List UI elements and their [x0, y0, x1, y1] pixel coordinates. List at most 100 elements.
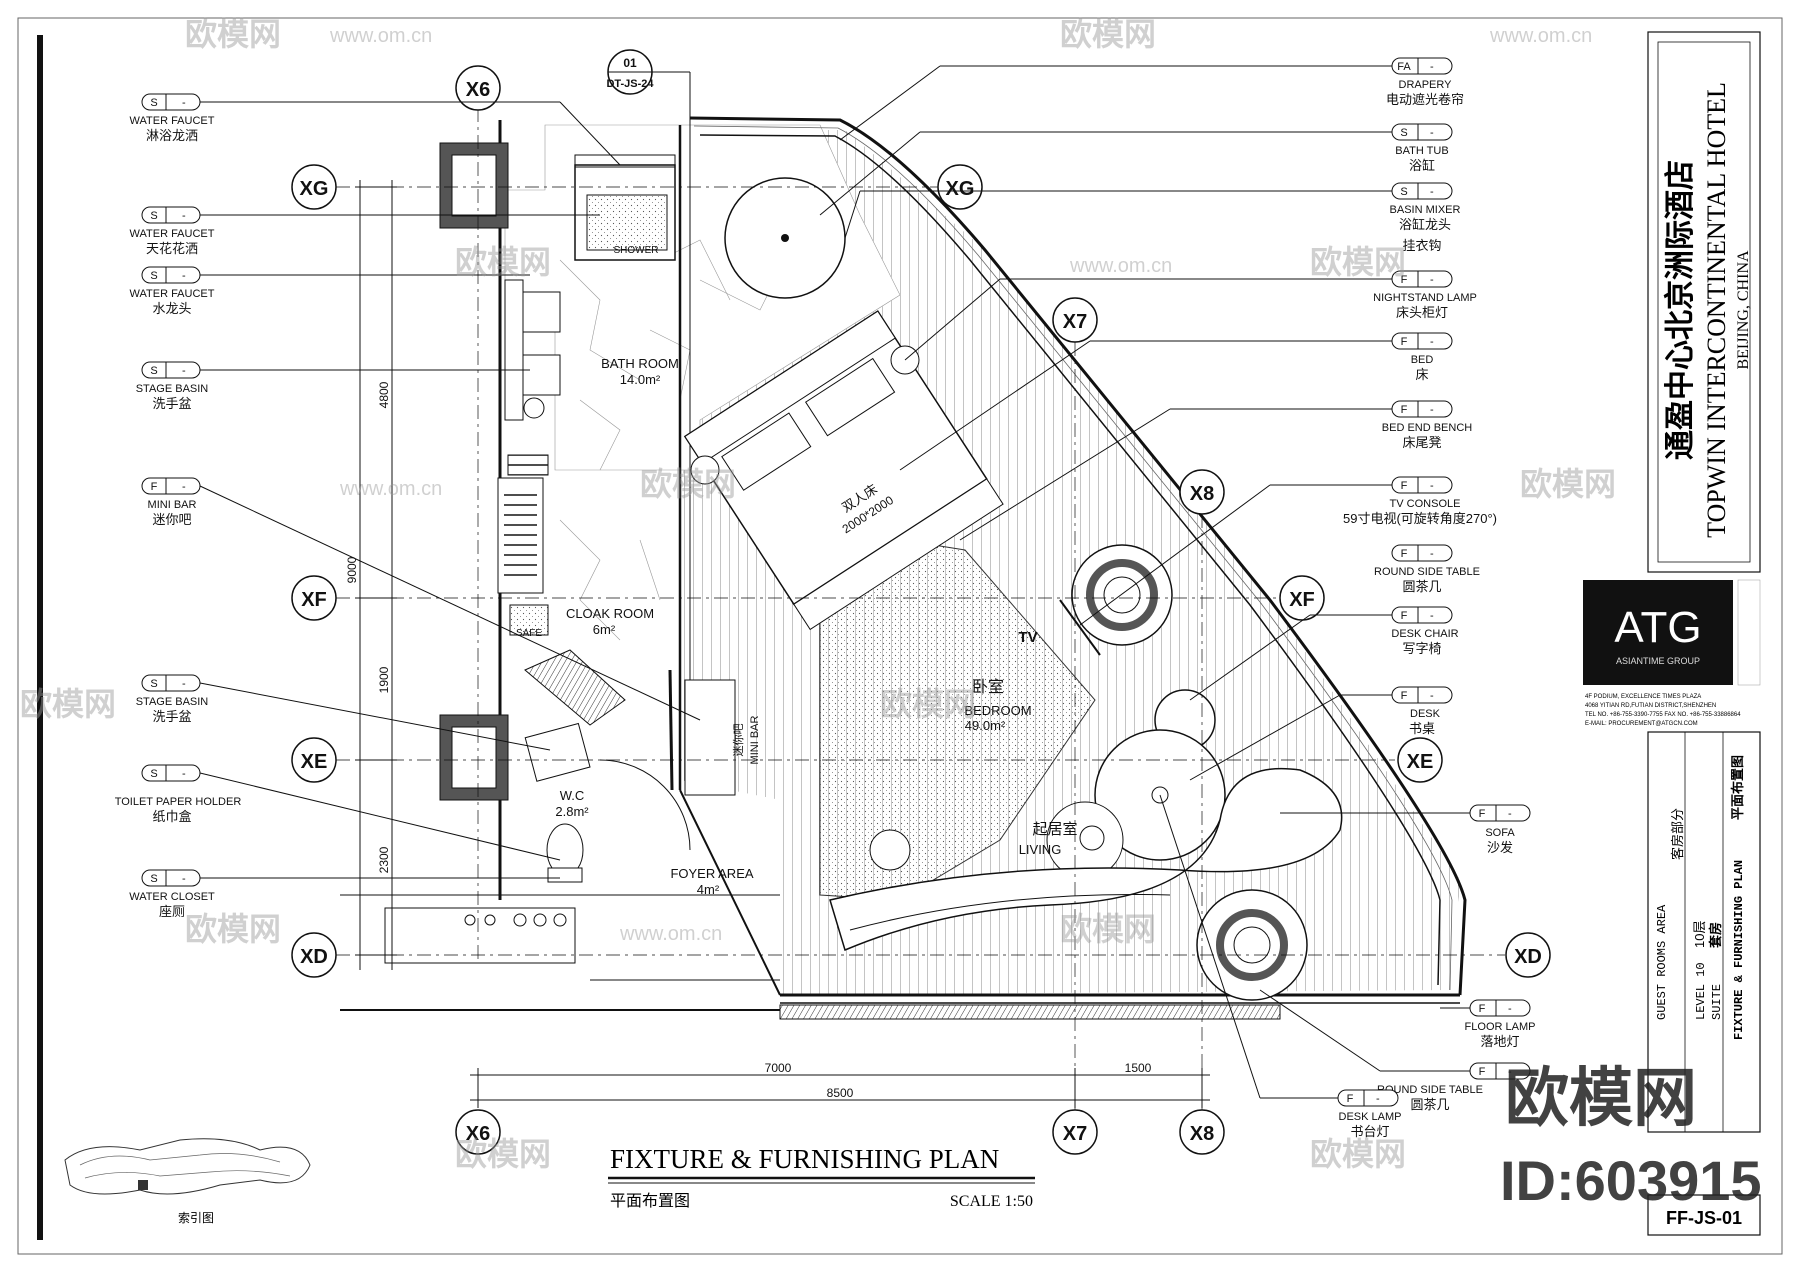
- watermark-url-2: www.om.cn: [1489, 25, 1592, 47]
- svg-text:S: S: [150, 97, 157, 109]
- svg-text:-: -: [182, 270, 186, 282]
- drawing-scale: SCALE 1:50: [950, 1193, 1033, 1210]
- svg-text:圆茶几: 圆茶几: [1410, 1097, 1449, 1112]
- project-name-cn: 通盈中心北京洲际酒店: [1663, 160, 1697, 460]
- round-side-table-top: [1071, 544, 1173, 646]
- atg-logo-box: [1583, 580, 1733, 685]
- svg-text:F: F: [1479, 1003, 1486, 1015]
- watermark-big-brand: 欧模网: [1505, 1062, 1697, 1134]
- svg-text:XG: XG: [300, 178, 329, 200]
- round-side-table-bottom: [1196, 889, 1308, 1001]
- column-top: [439, 142, 509, 229]
- label-foyer-area: 4m²: [697, 882, 720, 897]
- svg-text:BED END BENCH: BED END BENCH: [1382, 422, 1473, 434]
- entry-panel-dots: [464, 913, 567, 927]
- label-cloak-area: 6m²: [593, 622, 616, 637]
- svg-text:S: S: [150, 768, 157, 780]
- svg-text:F: F: [1479, 808, 1486, 820]
- svg-text:S: S: [150, 873, 157, 885]
- grid-xe-left: XE: [291, 737, 1395, 783]
- callout-mini-bar: F- MINI BAR 迷你吧: [141, 477, 701, 721]
- svg-text:WATER FAUCET: WATER FAUCET: [130, 288, 215, 300]
- svg-text:S: S: [150, 210, 157, 222]
- foyer-door-swing: [599, 759, 691, 851]
- svg-text:-: -: [1430, 127, 1434, 139]
- watermark-brand-6: 欧模网: [1520, 466, 1616, 502]
- callout-bath-tub: S- BATH TUB 浴缸: [819, 123, 1453, 216]
- callout-water-faucet-ceiling: S- WATER FAUCET 天花花洒: [130, 206, 600, 256]
- svg-text:STAGE BASIN: STAGE BASIN: [136, 383, 209, 395]
- right-callouts: FA- DRAPERY 电动遮光卷帘 S- BATH TUB 浴缸 S- BAS…: [819, 57, 1536, 1139]
- grid-x6-top: X6: [455, 65, 501, 960]
- basin-2: [519, 354, 561, 396]
- dim-4800: 4800: [377, 381, 391, 408]
- svg-text:纸巾盒: 纸巾盒: [152, 809, 191, 824]
- callout-basin-mixer: S- BASIN MIXER 浴缸龙头 挂衣钩: [844, 182, 1461, 253]
- svg-text:TOILET PAPER HOLDER: TOILET PAPER HOLDER: [115, 796, 242, 808]
- drawer-unit: [507, 454, 549, 476]
- svg-text:F: F: [1401, 548, 1408, 560]
- svg-text:FA: FA: [1397, 61, 1411, 73]
- svg-text:SOFA: SOFA: [1485, 827, 1515, 839]
- svg-text:XE: XE: [1407, 751, 1434, 773]
- svg-text:BATH TUB: BATH TUB: [1395, 145, 1448, 157]
- callout-drapery: FA- DRAPERY 电动遮光卷帘: [839, 57, 1464, 141]
- svg-text:圆茶几: 圆茶几: [1402, 579, 1441, 594]
- svg-text:洗手盆: 洗手盆: [152, 709, 191, 724]
- basin-1: [519, 291, 561, 333]
- label-living-en: LIVING: [1019, 842, 1062, 857]
- svg-text:ROUND SIDE TABLE: ROUND SIDE TABLE: [1377, 1084, 1483, 1096]
- watermark-brand-8: 欧模网: [880, 686, 976, 722]
- watermark-brand-7: 欧模网: [20, 686, 116, 722]
- drawing-title-block: FIXTURE & FURNISHING PLAN 平面布置图 SCALE 1:…: [608, 1144, 1035, 1210]
- svg-text:F: F: [1401, 690, 1408, 702]
- watermark-url-5: www.om.cn: [619, 923, 722, 945]
- svg-text:F: F: [1401, 480, 1408, 492]
- svg-text:WATER CLOSET: WATER CLOSET: [129, 891, 215, 903]
- grid-x6-bottom: X6: [455, 1109, 501, 1155]
- atg-logo: ATG: [1614, 603, 1701, 652]
- label-hanger: 挂衣钩: [1402, 238, 1441, 253]
- tv-console: [1059, 599, 1101, 656]
- grid-xd-right: XD: [1505, 932, 1551, 978]
- svg-text:STAGE BASIN: STAGE BASIN: [136, 696, 209, 708]
- svg-text:X8: X8: [1190, 483, 1214, 505]
- callout-sofa: F- SOFA 沙发: [1280, 804, 1531, 855]
- watermark-brand-12: 欧模网: [1310, 1136, 1406, 1172]
- grid-bubbles: X6 X7 X8 X6 X7 X8 XG XF XE XD XG XF XE X…: [291, 65, 1551, 1155]
- wc-basin: [524, 722, 591, 782]
- company-address-2: 4068 YITIAN RD,FUTIAN DISTRICT,SHENZHEN: [1585, 703, 1716, 709]
- label-wc-area: 2.8m²: [555, 804, 589, 819]
- key-plan: 索引图: [64, 1138, 311, 1225]
- sheet-border: [17, 17, 1783, 1255]
- svg-text:-: -: [1430, 610, 1434, 622]
- svg-text:X6: X6: [466, 1123, 490, 1145]
- entry-cabinet: [384, 907, 576, 964]
- label-tv: TV: [1018, 629, 1037, 646]
- label-shower: SHOWER: [614, 245, 659, 256]
- dim-8500: 8500: [827, 1086, 854, 1100]
- svg-text:床头柜灯: 床头柜灯: [1396, 305, 1448, 320]
- sofa-seat-line: [849, 893, 1171, 931]
- bathtub-drain: [781, 234, 789, 242]
- svg-text:F: F: [1401, 610, 1408, 622]
- svg-text:F: F: [1347, 1093, 1354, 1105]
- svg-text:沙发: 沙发: [1487, 840, 1513, 855]
- svg-text:X8: X8: [1190, 1123, 1214, 1145]
- svg-text:FLOOR LAMP: FLOOR LAMP: [1465, 1021, 1536, 1033]
- shower-tray: [586, 194, 668, 251]
- svg-text:DESK CHAIR: DESK CHAIR: [1391, 628, 1458, 640]
- watermark-brand-3: 欧模网: [1310, 244, 1406, 280]
- svg-text:床: 床: [1415, 367, 1428, 382]
- svg-text:XF: XF: [301, 589, 327, 611]
- label-foyer: FOYER AREA: [670, 866, 753, 881]
- grid-xe-right: XE: [1397, 737, 1443, 783]
- floor-lamp: [869, 829, 911, 871]
- desk-stool: [1046, 801, 1124, 879]
- label-cloak-room: CLOAK ROOM: [566, 606, 654, 621]
- title-block: 通盈中心北京洲际酒店 TOPWIN INTERCONTINENTAL HOTEL…: [1583, 31, 1761, 1236]
- svg-text:天花花洒: 天花花洒: [146, 241, 198, 256]
- living-lamp: [1079, 825, 1105, 851]
- svg-text:BED: BED: [1411, 354, 1434, 366]
- svg-text:X7: X7: [1063, 311, 1087, 333]
